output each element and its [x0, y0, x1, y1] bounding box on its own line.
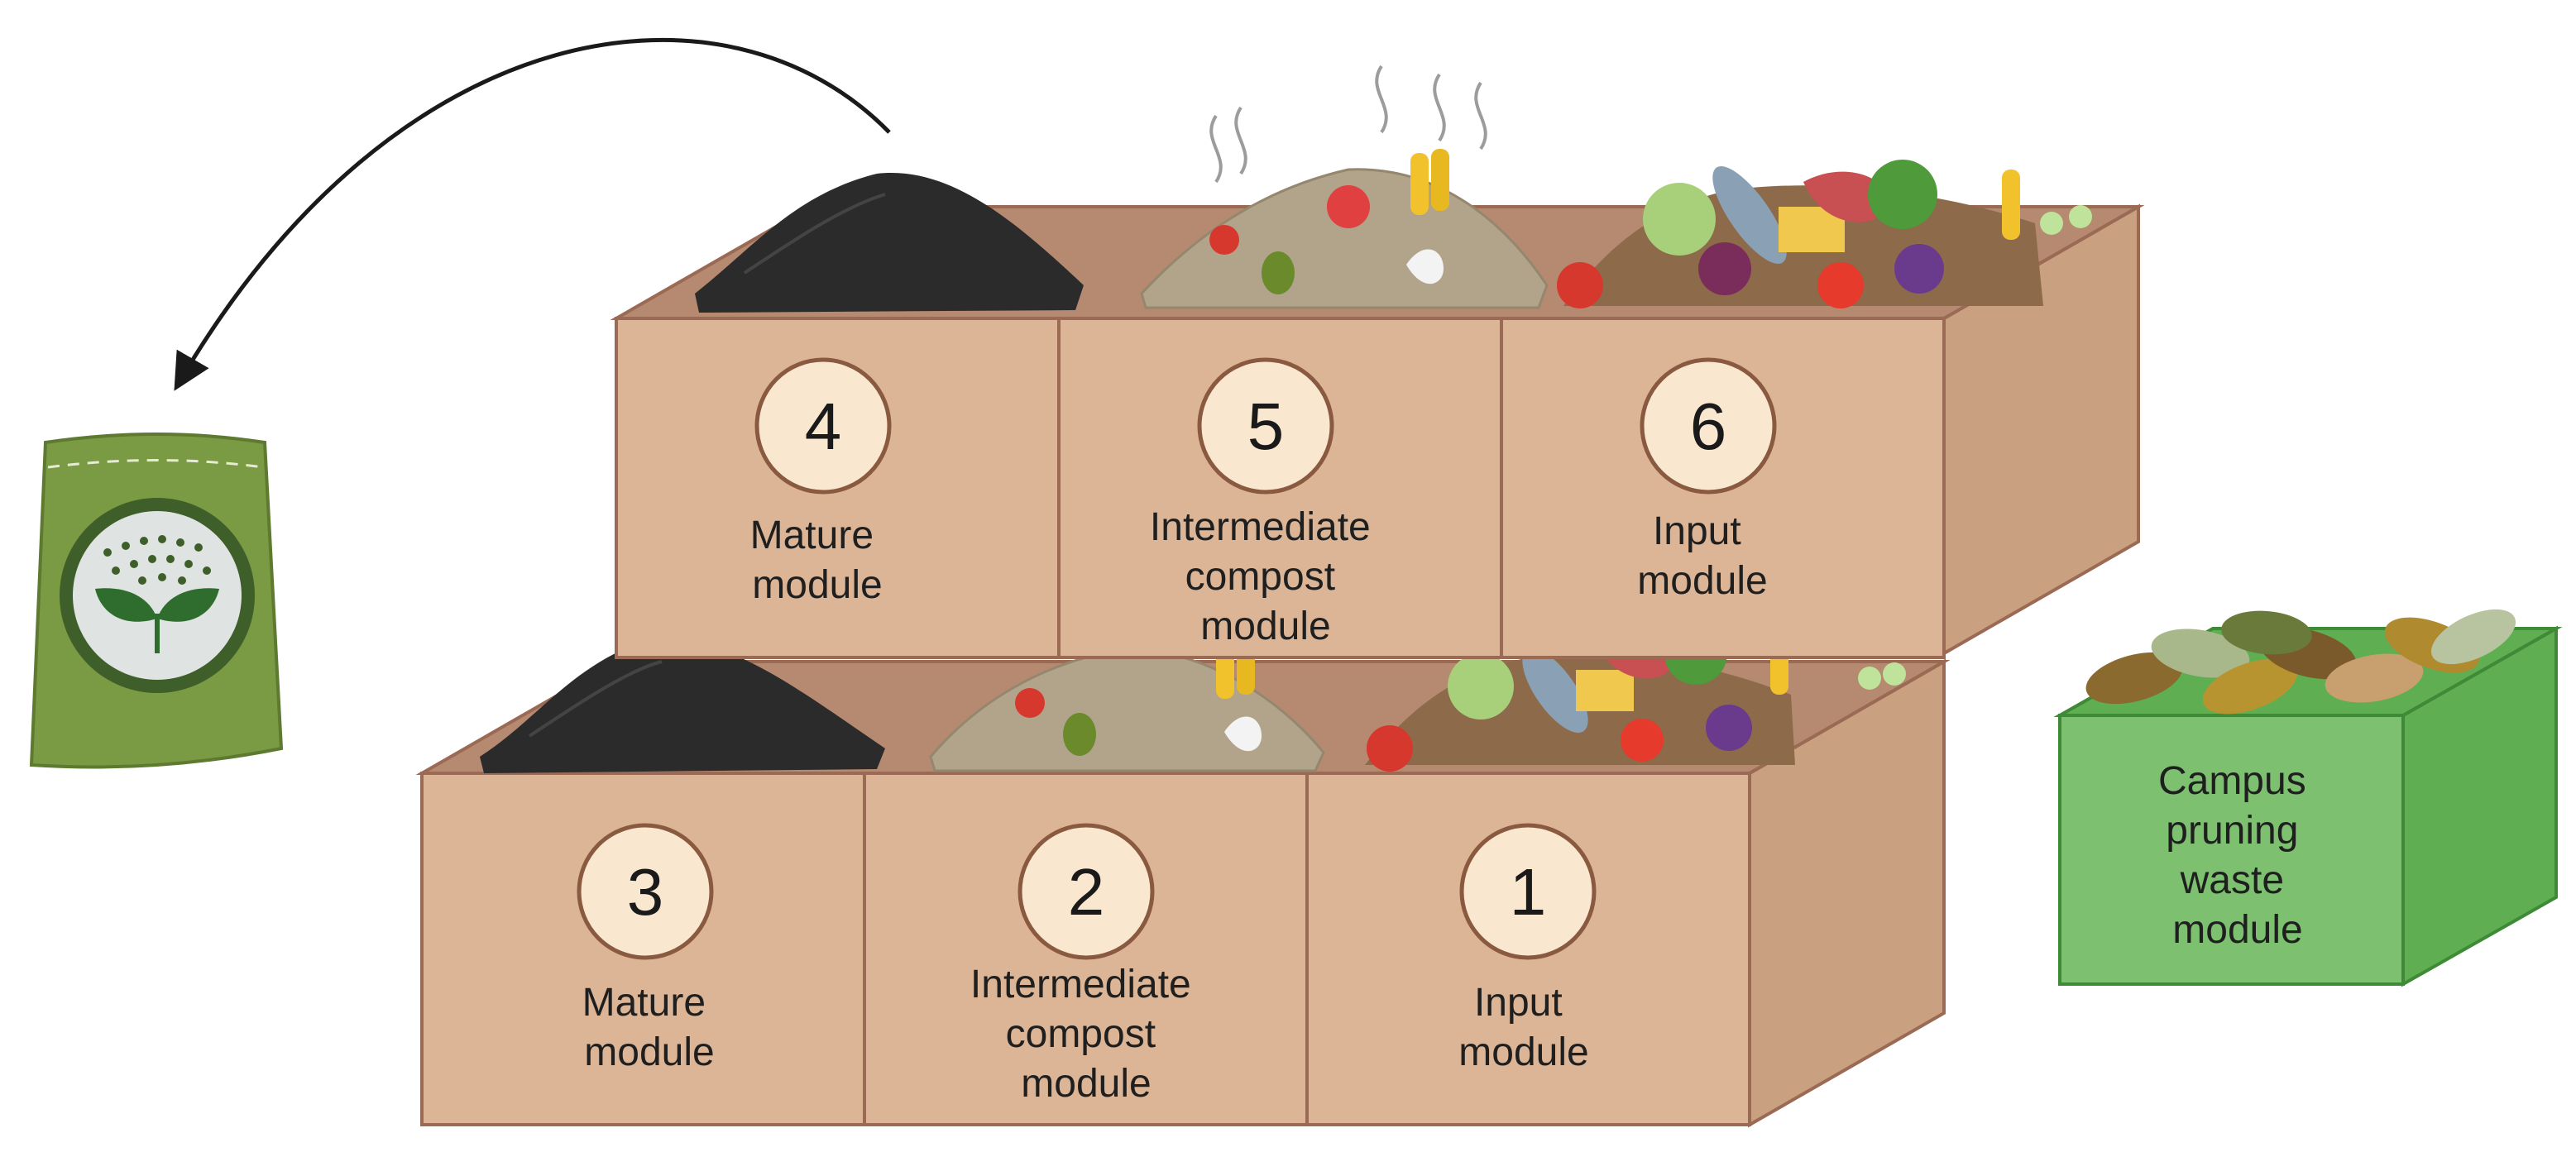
- pruning-box-front: [2058, 714, 2405, 986]
- module-2-number: 2: [1068, 855, 1105, 929]
- module-4-label-line-1: Mature: [750, 514, 874, 557]
- module-1-label: Input module: [1458, 981, 1588, 1074]
- module-5-label: Intermediate compost module: [1150, 505, 1381, 648]
- seedling-icon: [95, 535, 219, 653]
- pruning-label-line-2: pruning: [2166, 809, 2298, 853]
- pruning-waste-module: Campus pruning waste module: [2053, 609, 2563, 987]
- compost-bag: [29, 433, 284, 769]
- pruning-leaves: [2085, 609, 2516, 715]
- pruning-label-line-4: module: [2172, 908, 2302, 952]
- pruning-label-line-3: waste: [2180, 858, 2284, 902]
- module-3-badge: 3: [577, 823, 714, 960]
- module-5-label-line-3: module: [1200, 605, 1330, 648]
- module-4-badge: 4: [754, 357, 892, 495]
- module-6-label: Input module: [1637, 509, 1767, 603]
- pruning-module-label: Campus pruning waste module: [2158, 759, 2317, 952]
- module-3-label-line-2: module: [584, 1030, 714, 1074]
- transfer-arrow: [174, 38, 891, 391]
- module-6-label-line-1: Input: [1653, 509, 1741, 553]
- module-4-number: 4: [805, 390, 842, 463]
- module-1-badge: 1: [1459, 823, 1597, 960]
- module-5-label-line-2: compost: [1185, 555, 1335, 599]
- module-2-badge: 2: [1017, 823, 1155, 960]
- module-3-number: 3: [627, 855, 664, 929]
- module-2-label: Intermediate compost module: [970, 963, 1202, 1106]
- module-6-number: 6: [1690, 390, 1727, 463]
- module-6-badge: 6: [1640, 357, 1777, 495]
- module-2-label-line-1: Intermediate: [970, 963, 1191, 1006]
- food-waste-pile-bottom: [1365, 622, 1906, 772]
- module-5-badge: 5: [1197, 357, 1334, 495]
- module-1-number: 1: [1510, 855, 1547, 929]
- module-3-label-line-1: Mature: [582, 981, 706, 1025]
- module-5-number: 5: [1247, 390, 1285, 463]
- module-4-label: Mature module: [750, 514, 885, 607]
- mature-compost-pile-bottom: [480, 638, 885, 773]
- module-6-label-line-2: module: [1637, 559, 1767, 603]
- module-1-label-line-2: module: [1458, 1030, 1588, 1074]
- module-5-label-line-1: Intermediate: [1150, 505, 1371, 549]
- intermediate-compost-pile-top: [1140, 65, 1549, 309]
- module-3-label: Mature module: [582, 981, 717, 1074]
- module-2-label-line-3: module: [1021, 1062, 1151, 1106]
- pruning-label-line-1: Campus: [2158, 759, 2306, 803]
- module-2-label-line-2: compost: [1006, 1012, 1156, 1056]
- food-waste-pile-top: [1557, 160, 2092, 308]
- module-4-label-line-2: module: [752, 563, 882, 607]
- mature-compost-pile-top: [695, 173, 1084, 313]
- module-1-label-line-1: Input: [1474, 981, 1563, 1025]
